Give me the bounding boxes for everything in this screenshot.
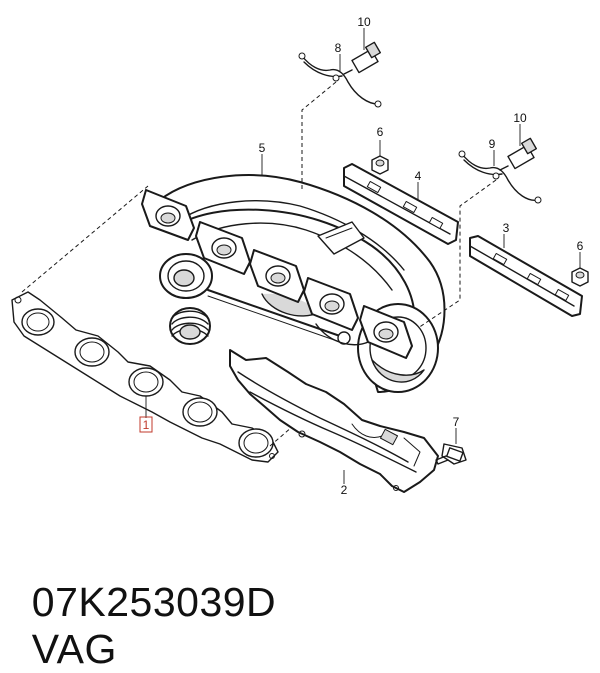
- manifold-flange-4: [303, 277, 359, 331]
- exploded-parts-diagram: 5 6 6 4 3 2 7 8 9 10 10 1: [11, 15, 589, 497]
- temperature-sensor-upper-part: [343, 41, 382, 75]
- nut-lower-part: [571, 267, 589, 287]
- temperature-sensor-lower-part: [499, 137, 538, 171]
- part-caption: 07K253039D VAG: [8, 532, 598, 672]
- gasket-part: [11, 291, 279, 463]
- callout-4: 4: [415, 169, 422, 183]
- callout-1: 1: [143, 418, 150, 432]
- callout-6-upper: 6: [377, 125, 384, 139]
- callout-7: 7: [453, 415, 460, 429]
- callout-5: 5: [259, 141, 266, 155]
- sensor-clip-upper-part: [298, 52, 382, 108]
- bolt-part: [435, 443, 467, 465]
- manifold-flange-5: [359, 305, 413, 359]
- manifold-flange-3: [249, 249, 305, 303]
- callout-10-upper: 10: [357, 15, 371, 29]
- heat-shield-part: [229, 349, 439, 493]
- callout-9: 9: [489, 137, 496, 151]
- bracket-lower-part: [469, 235, 583, 317]
- part-number: 07K253039D: [31, 579, 277, 625]
- callout-3: 3: [503, 221, 510, 235]
- nut-upper-part: [371, 155, 389, 175]
- bracket-upper-part: [343, 163, 459, 245]
- manifold-flange-2: [195, 221, 251, 275]
- intake-hose: [169, 307, 211, 345]
- callout-10-lower: 10: [513, 111, 527, 125]
- exhaust-manifold-part: [141, 174, 446, 393]
- manifold-flange-1: [141, 189, 195, 241]
- callout-2: 2: [341, 483, 348, 497]
- brand-name: VAG: [31, 626, 117, 672]
- callout-8: 8: [335, 41, 342, 55]
- callout-6-lower: 6: [577, 239, 584, 253]
- callout-1-highlight-box: [139, 416, 153, 433]
